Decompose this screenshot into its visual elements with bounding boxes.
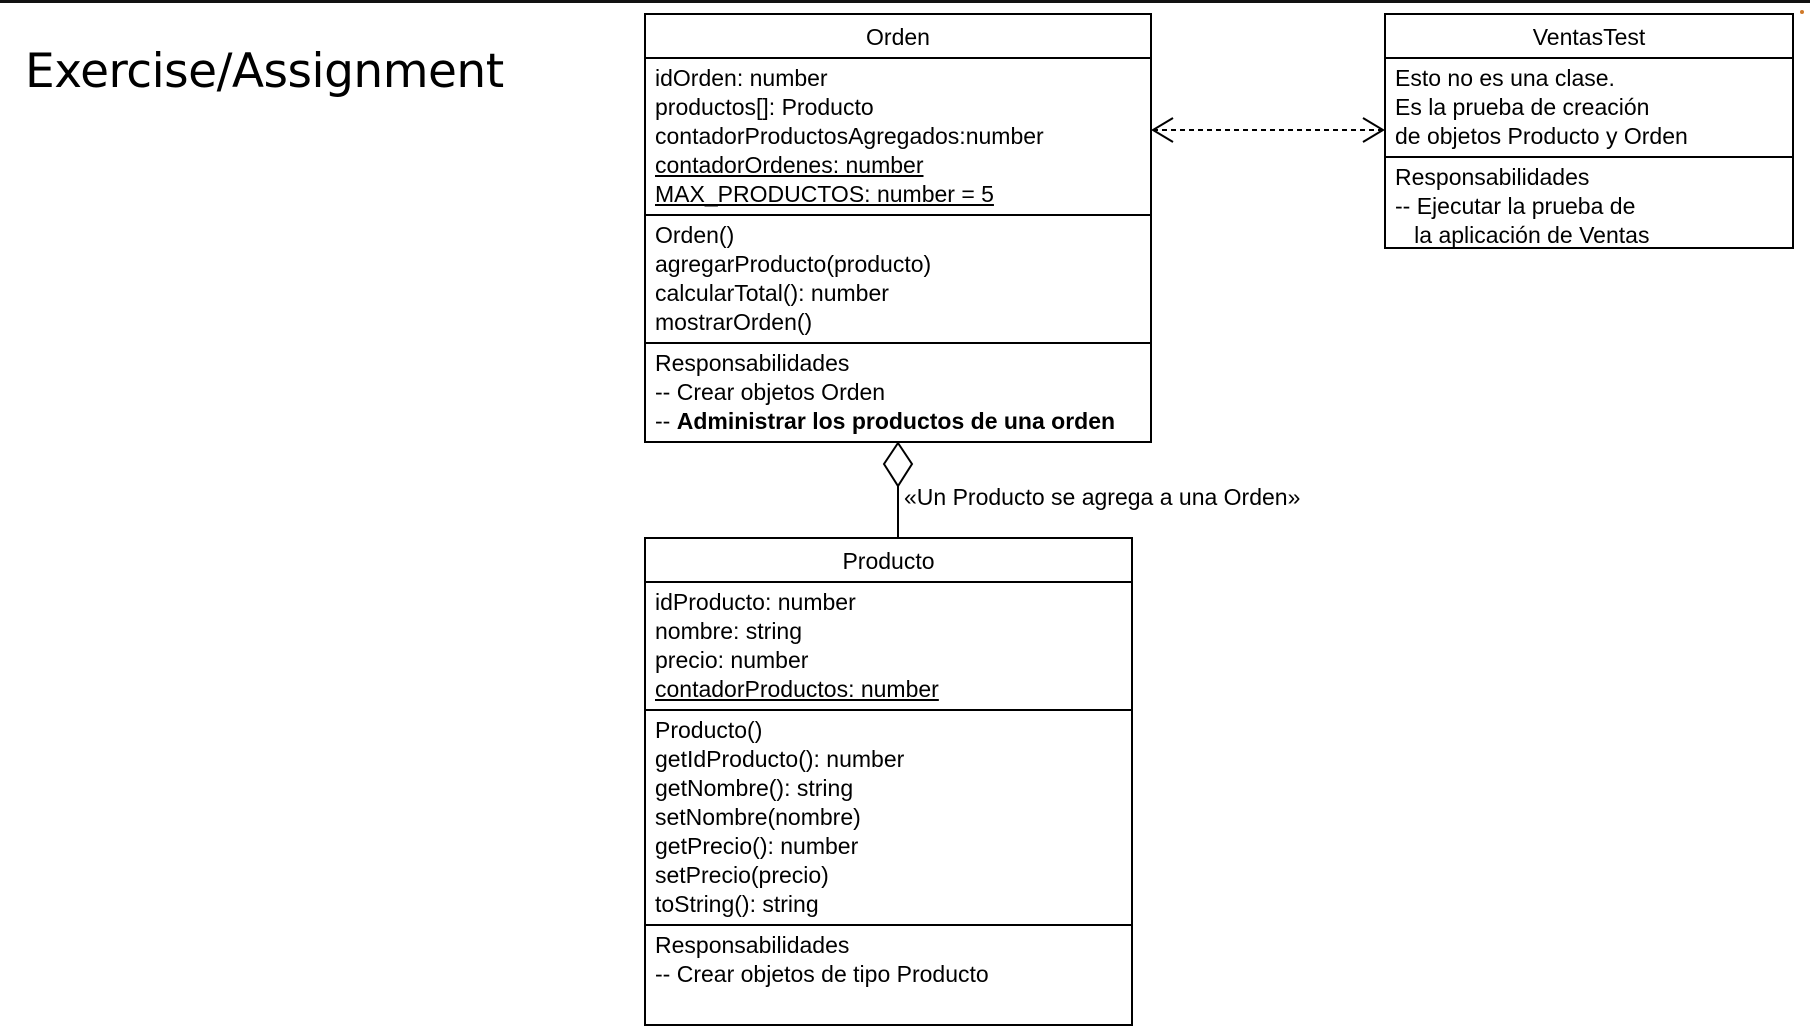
responsibility: -- Ejecutar la prueba de: [1395, 193, 1636, 219]
static-attribute: MAX_PRODUCTOS: number = 5: [655, 181, 994, 207]
attribute: idOrden: number: [655, 65, 828, 91]
aggregation-diamond: [882, 441, 914, 488]
responsibility: -- Crear objetos Orden: [655, 378, 1150, 407]
method: Orden(): [655, 222, 735, 248]
aggregation-label: «Un Producto se agrega a una Orden»: [904, 484, 1301, 510]
method: agregarProducto(producto): [655, 251, 932, 277]
class-name: VentasTest: [1386, 15, 1792, 59]
method: getNombre(): string: [655, 775, 854, 801]
slide-title: Exercise/Assignment: [25, 44, 504, 99]
attribute: idProducto: number: [655, 589, 856, 615]
static-attribute: contadorOrdenes: number: [655, 152, 924, 178]
attribute: contadorProductosAgregados:number: [655, 123, 1044, 149]
method: toString(): string: [655, 891, 819, 917]
top-divider-line: [0, 0, 1810, 3]
responsibility: -- Crear objetos de tipo Producto: [655, 960, 1131, 989]
responsibilities-title: Responsabilidades: [655, 932, 850, 958]
responsibility-prefix: --: [655, 379, 677, 405]
responsibilities-section: Responsabilidades -- Ejecutar la prueba …: [1386, 156, 1792, 255]
attributes-section: idOrden: number productos[]: Producto co…: [646, 59, 1150, 214]
responsibility: -- Administrar los productos de una orde…: [655, 407, 1150, 436]
method: mostrarOrden(): [655, 309, 813, 335]
method: Producto(): [655, 717, 763, 743]
responsibility-prefix: --: [655, 408, 677, 434]
dependency-arrowhead-ventastest: [1362, 117, 1385, 143]
attribute: nombre: string: [655, 618, 803, 644]
methods-section: Orden() agregarProducto(producto) calcul…: [646, 214, 1150, 342]
notes-section: Esto no es una clase. Es la prueba de cr…: [1386, 59, 1792, 156]
responsibility-text: Crear objetos de tipo Producto: [676, 961, 989, 987]
method: calcularTotal(): number: [655, 280, 889, 306]
attribute: productos[]: Producto: [655, 94, 874, 120]
responsibilities-title: Responsabilidades: [655, 350, 850, 376]
responsibilities-title: Responsabilidades: [1395, 164, 1590, 190]
responsibility: la aplicación de Ventas: [1395, 222, 1650, 248]
class-name: Producto: [646, 539, 1131, 583]
methods-section: Producto() getIdProducto(): number getNo…: [646, 709, 1131, 924]
responsibilities-section: Responsabilidades -- Crear objetos de ti…: [646, 924, 1131, 994]
corner-marker: [1800, 10, 1804, 14]
class-name: Orden: [646, 15, 1150, 59]
note-line: de objetos Producto y Orden: [1395, 123, 1688, 149]
responsibilities-section: Responsabilidades -- Crear objetos Orden…: [646, 342, 1150, 441]
method: getPrecio(): number: [655, 833, 859, 859]
static-attribute: contadorProductos: number: [655, 676, 939, 702]
attribute: precio: number: [655, 647, 809, 673]
method: getIdProducto(): number: [655, 746, 905, 772]
responsibility-prefix: --: [655, 961, 677, 987]
responsibility-text: Crear objetos Orden: [676, 379, 886, 405]
responsibility-text-bold: Administrar los productos de una orden: [676, 408, 1116, 434]
class-producto[interactable]: Producto idProducto: number nombre: stri…: [644, 537, 1133, 1026]
note-line: Esto no es una clase.: [1395, 65, 1615, 91]
class-ventastest[interactable]: VentasTest Esto no es una clase. Es la p…: [1384, 13, 1794, 249]
method: setPrecio(precio): [655, 862, 829, 888]
class-orden[interactable]: Orden idOrden: number productos[]: Produ…: [644, 13, 1152, 443]
attributes-section: idProducto: number nombre: string precio…: [646, 583, 1131, 709]
method: setNombre(nombre): [655, 804, 861, 830]
note-line: Es la prueba de creación: [1395, 94, 1650, 120]
dependency-arrowhead-orden: [1151, 117, 1174, 143]
